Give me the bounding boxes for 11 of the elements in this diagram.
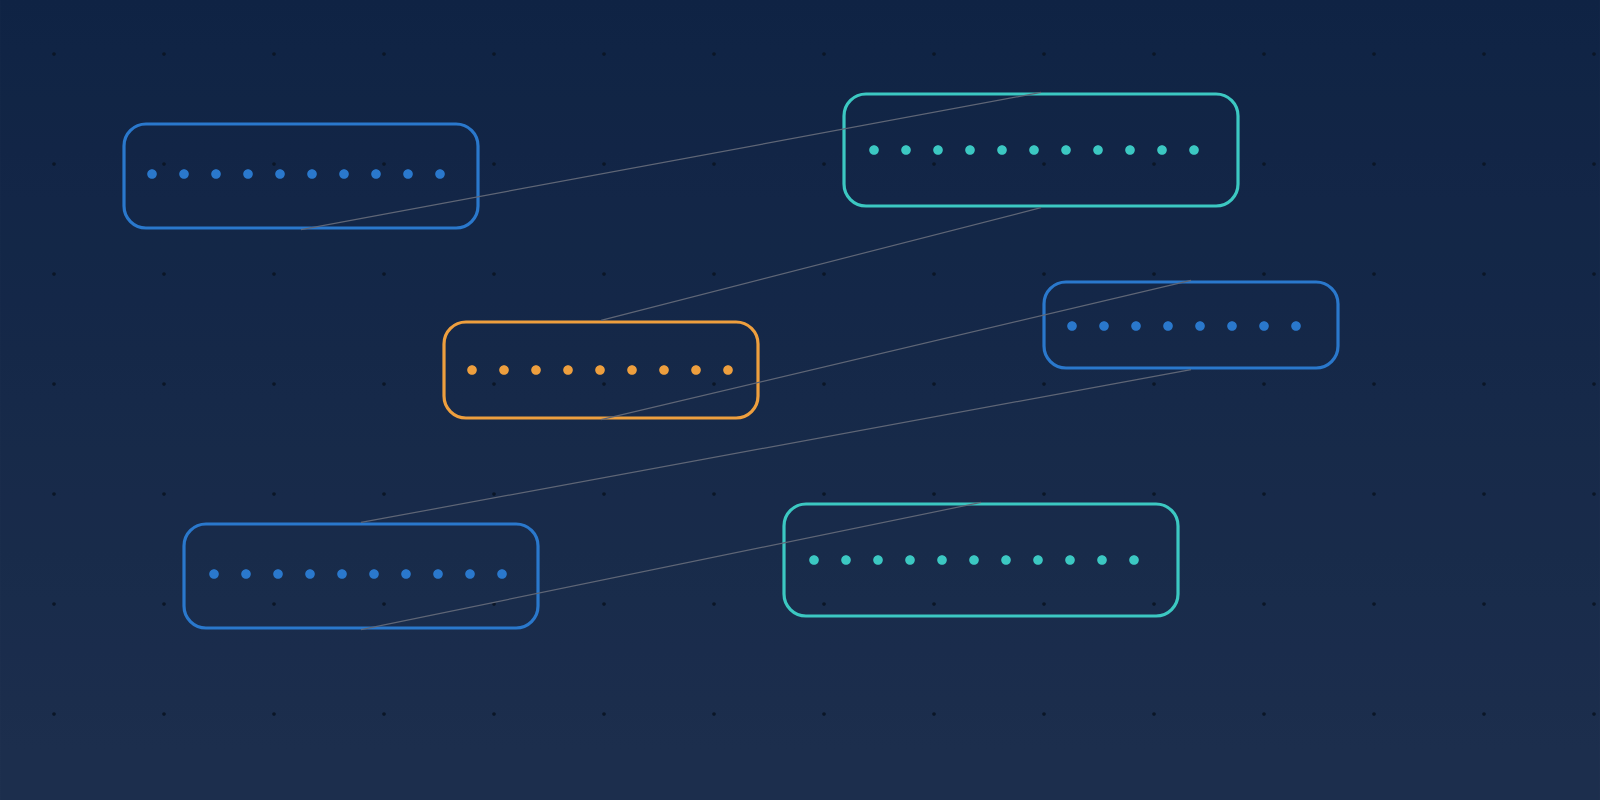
rounded-box [842,92,1240,208]
rounded-box [782,502,1180,618]
connector-line [600,279,1192,421]
connector-line [360,501,982,631]
connector-line [600,207,1042,321]
rounded-box [122,122,480,230]
rounded-box [442,320,760,420]
rounded-box [1042,280,1340,370]
connector-line [360,369,1192,523]
connector-line [300,91,1042,231]
rounded-box [182,522,540,630]
